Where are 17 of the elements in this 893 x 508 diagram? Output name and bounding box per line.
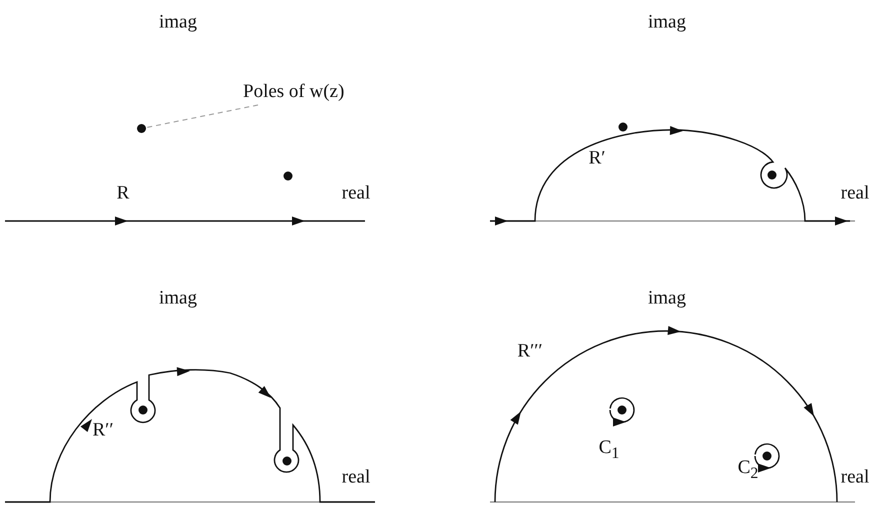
axis-label: imag: [159, 288, 197, 308]
axis-label: real: [840, 184, 870, 202]
annotation-text: Poles of w(z): [243, 82, 344, 101]
contour-label: R: [116, 184, 130, 202]
axis-label: imag: [648, 288, 686, 308]
contour-label: R′′: [92, 420, 114, 440]
contour-label: R′: [588, 148, 606, 168]
leader-line: [146, 104, 258, 128]
contour-label: C$_{1}$: [598, 438, 620, 462]
axis-label: imag: [648, 12, 686, 32]
axis-label: real: [840, 468, 870, 486]
axis-label: real: [342, 468, 370, 486]
axis-label: real: [342, 184, 370, 202]
axis-label: imag: [159, 12, 197, 32]
pole-dot: [136, 124, 146, 132]
contour-label: R′′′: [517, 342, 543, 360]
contour-label: C$_{2}$: [738, 458, 758, 482]
